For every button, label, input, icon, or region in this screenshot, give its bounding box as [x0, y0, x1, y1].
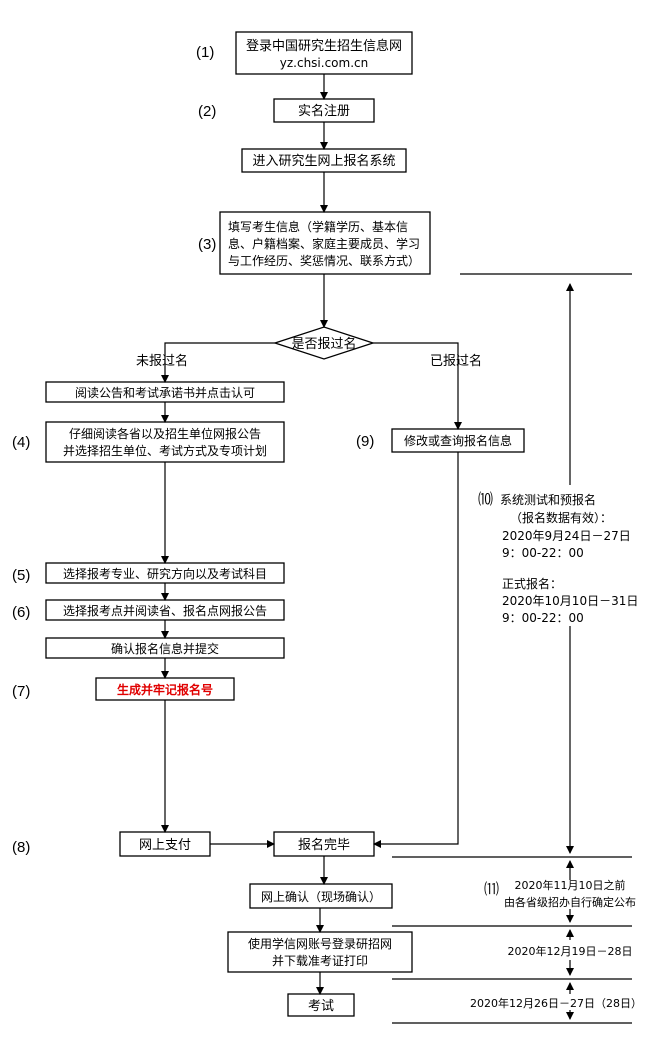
register-box: 实名注册	[273, 98, 375, 123]
fill-info-line1: 填写考生信息（学籍学历、基本信	[228, 219, 408, 234]
step-number-6: (6)	[12, 604, 30, 621]
step-number-9: (9)	[356, 433, 374, 450]
step-number-8: (8)	[12, 839, 30, 856]
select-major-box: 选择报考专业、研究方向以及考试科目	[45, 562, 285, 584]
t11-line2: 由各省级招办自行确定公布	[504, 895, 636, 909]
t10-line4: 9：00-22：00	[502, 546, 584, 560]
flow-connectors	[161, 74, 462, 995]
read-province-box: 仔细阅读各省以及招生单位网报公告 并选择招生单位、考试方式及专项计划	[45, 421, 285, 463]
modify-label: 修改或查询报名信息	[404, 433, 512, 448]
print-ticket-line1: 使用学信网账号登录研招网	[248, 936, 392, 951]
exam-box: 考试	[287, 993, 355, 1017]
pay-box: 网上支付	[119, 831, 211, 857]
generate-number-box: 生成并牢记报名号	[95, 677, 235, 701]
generate-number-label: 生成并牢记报名号	[117, 682, 213, 697]
timeline	[392, 273, 632, 1024]
step-number-1: (1)	[196, 44, 214, 61]
exam-label: 考试	[308, 999, 334, 1014]
enter-system-label: 进入研究生网上报名系统	[252, 153, 395, 169]
confirm-submit-label: 确认报名信息并提交	[111, 641, 219, 656]
select-point-box: 选择报考点并阅读省、报名点网报公告	[45, 599, 285, 621]
fill-info-line3: 与工作经历、奖惩情况、联系方式）	[228, 253, 420, 268]
step-number-3: (3)	[198, 236, 216, 253]
onsite-confirm-box: 网上确认（现场确认）	[249, 883, 393, 909]
pay-label: 网上支付	[139, 838, 191, 853]
select-major-label: 选择报考专业、研究方向以及考试科目	[63, 566, 267, 581]
complete-box: 报名完毕	[273, 831, 375, 857]
branch-no-label: 未报过名	[136, 353, 188, 369]
step-number-5: (5)	[12, 567, 30, 584]
t11-line1: 2020年11月10日之前	[515, 878, 626, 892]
read-notice-box: 阅读公告和考试承诺书并点击认可	[45, 381, 285, 403]
confirm-submit-box: 确认报名信息并提交	[45, 637, 285, 659]
read-province-line1: 仔细阅读各省以及招生单位网报公告	[69, 426, 261, 441]
exam-period-label: 2020年12月26日－27日（28日）	[470, 996, 642, 1010]
timeline-10-text: 系统测试和预报名 （报名数据有效）： 2020年9月24日－27日 9：00-2…	[500, 492, 638, 625]
t10-line1: 系统测试和预报名	[500, 492, 596, 507]
fill-info-box: 填写考生信息（学籍学历、基本信 息、户籍档案、家庭主要成员、学习 与工作经历、奖…	[219, 211, 431, 275]
login-label: 登录中国研究生招生信息网	[246, 38, 402, 54]
print-ticket-box: 使用学信网账号登录研招网 并下载准考证打印	[227, 931, 413, 973]
branch-yes-label: 已报过名	[430, 353, 482, 369]
step-number-11: ⑾	[484, 881, 499, 898]
step-number-10: ⑽	[478, 491, 493, 508]
register-label: 实名注册	[298, 103, 350, 119]
t10-line3: 2020年9月24日－27日	[502, 529, 631, 543]
modify-box: 修改或查询报名信息	[391, 428, 525, 453]
read-notice-label: 阅读公告和考试承诺书并点击认可	[75, 385, 255, 400]
onsite-confirm-label: 网上确认（现场确认）	[261, 890, 381, 904]
fill-info-line2: 息、户籍档案、家庭主要成员、学习	[228, 236, 420, 251]
complete-label: 报名完毕	[298, 837, 350, 853]
select-point-label: 选择报考点并阅读省、报名点网报公告	[63, 603, 267, 618]
step-number-7: (7)	[12, 683, 30, 700]
print-period-label: 2020年12月19日－28日	[508, 944, 633, 958]
t10-line5: 正式报名：	[502, 576, 562, 591]
login-url: yz.chsi.com.cn	[280, 56, 368, 70]
step-number-2: (2)	[198, 103, 216, 120]
timeline-11-text: 2020年11月10日之前 由各省级招办自行确定公布	[504, 878, 636, 909]
read-province-line2: 并选择招生单位、考试方式及专项计划	[63, 443, 267, 458]
t10-line2: （报名数据有效）：	[510, 510, 612, 525]
print-ticket-line2: 并下载准考证打印	[272, 954, 368, 968]
enter-system-box: 进入研究生网上报名系统	[241, 148, 407, 173]
t10-line6: 2020年10月10日－31日	[502, 594, 638, 608]
login-box: 登录中国研究生招生信息网 yz.chsi.com.cn	[235, 31, 413, 75]
t10-line7: 9：00-22：00	[502, 611, 584, 625]
decision-diamond: 是否报过名	[272, 326, 376, 360]
decision-label: 是否报过名	[291, 336, 356, 352]
step-number-4: (4)	[12, 434, 30, 451]
